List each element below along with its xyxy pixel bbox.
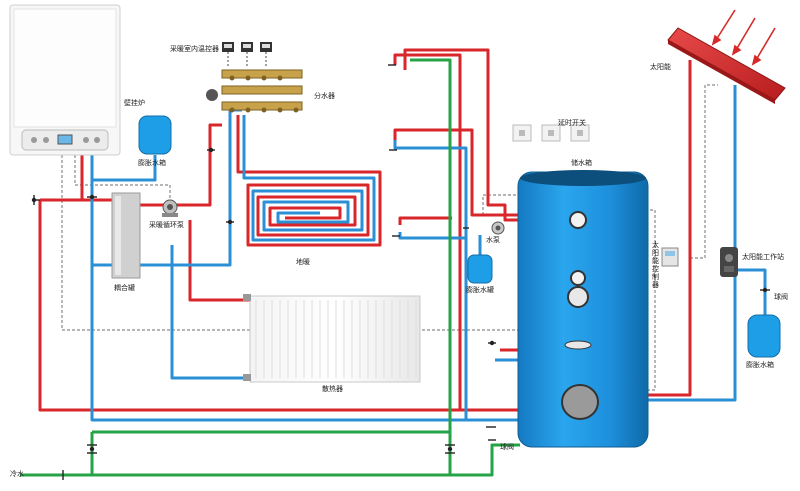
- label-water-pump: 水泵: [486, 236, 500, 244]
- hot-pipe-floor-loop: [236, 115, 382, 247]
- timer-switches: [512, 124, 590, 142]
- hot-pipe-boiler-out: [40, 155, 84, 202]
- return-pipe-radiator: [170, 245, 250, 380]
- label-expansion-tank-1: 膨胀水箱: [138, 159, 166, 167]
- hot-pipes: [38, 48, 692, 412]
- label-valve-right: 球阀: [774, 293, 788, 301]
- hot-pipe-tank-top: [393, 128, 520, 217]
- wall-boiler: [9, 4, 121, 156]
- expansion-tank-1: [138, 115, 172, 155]
- label-mixing-tank: 耦合罐: [114, 284, 135, 292]
- return-pipe-boiler-tank: [92, 155, 157, 182]
- sun-rays: [711, 9, 776, 66]
- label-radiator: 散热器: [322, 385, 343, 393]
- label-timer-switch: 延时开关: [558, 119, 586, 127]
- cold-pipe-upper-riser: [410, 58, 452, 475]
- return-pipe-main: [90, 155, 520, 422]
- label-circulation-pump: 采暖循环泵: [149, 221, 184, 229]
- label-solar-station: 太阳能工作站: [742, 253, 784, 261]
- hot-pipe-tank-coil-upper: [393, 53, 462, 410]
- label-expansion-tank-3: 膨胀水箱: [746, 361, 774, 369]
- label-storage-tank: 储水箱: [571, 159, 592, 167]
- label-solar-controller: 太阳能控制器: [652, 241, 659, 289]
- water-pump: [491, 221, 505, 235]
- return-pipe-expansion-3: [735, 268, 767, 315]
- storage-tank: [517, 170, 649, 448]
- control-line-solar-controller: [645, 209, 656, 391]
- hot-pipe-to-radiator: [188, 220, 250, 302]
- expansion-tank-2: [467, 254, 493, 284]
- radiator: [243, 294, 421, 383]
- label-boiler: 壁挂炉: [124, 99, 145, 107]
- control-line-solar-station: [690, 84, 718, 259]
- return-pipe-solar-supply: [645, 85, 737, 402]
- cold-pipe-main: [20, 443, 520, 477]
- solar-station: [720, 247, 738, 277]
- valves: [31, 64, 770, 480]
- label-floor-heating: 地暖: [296, 258, 310, 266]
- label-manifold: 分水器: [314, 92, 335, 100]
- label-room-controller: 采暖室内温控器: [170, 45, 219, 53]
- solar-controller: [661, 247, 679, 267]
- label-valve-bottom: 球阀: [500, 443, 514, 451]
- mixing-tank: [111, 192, 141, 279]
- control-line-pump-tank: [482, 194, 520, 215]
- solar-panel: [667, 27, 786, 104]
- hot-pipe-main-bottom: [38, 200, 520, 412]
- hot-pipe-upper-loop: [403, 48, 520, 222]
- return-pipes: [90, 85, 767, 422]
- hot-pipe-tank-mid: [398, 216, 452, 225]
- return-pipe-floor-loop: [242, 115, 376, 242]
- label-solar-panel: 太阳能: [650, 63, 671, 71]
- label-cold-water: 冷水: [10, 470, 24, 478]
- expansion-tank-3: [747, 314, 781, 358]
- return-pipe-tank-mid: [398, 232, 465, 240]
- circulation-pump: [162, 199, 178, 217]
- control-line-boiler-pump: [74, 155, 171, 200]
- manifold: [206, 69, 303, 113]
- hot-pipe-solar-return: [645, 60, 692, 397]
- label-expansion-tank-2: 膨胀水罐: [466, 286, 494, 294]
- return-pipe-tank-upper: [393, 140, 468, 420]
- room-controllers: [222, 42, 272, 68]
